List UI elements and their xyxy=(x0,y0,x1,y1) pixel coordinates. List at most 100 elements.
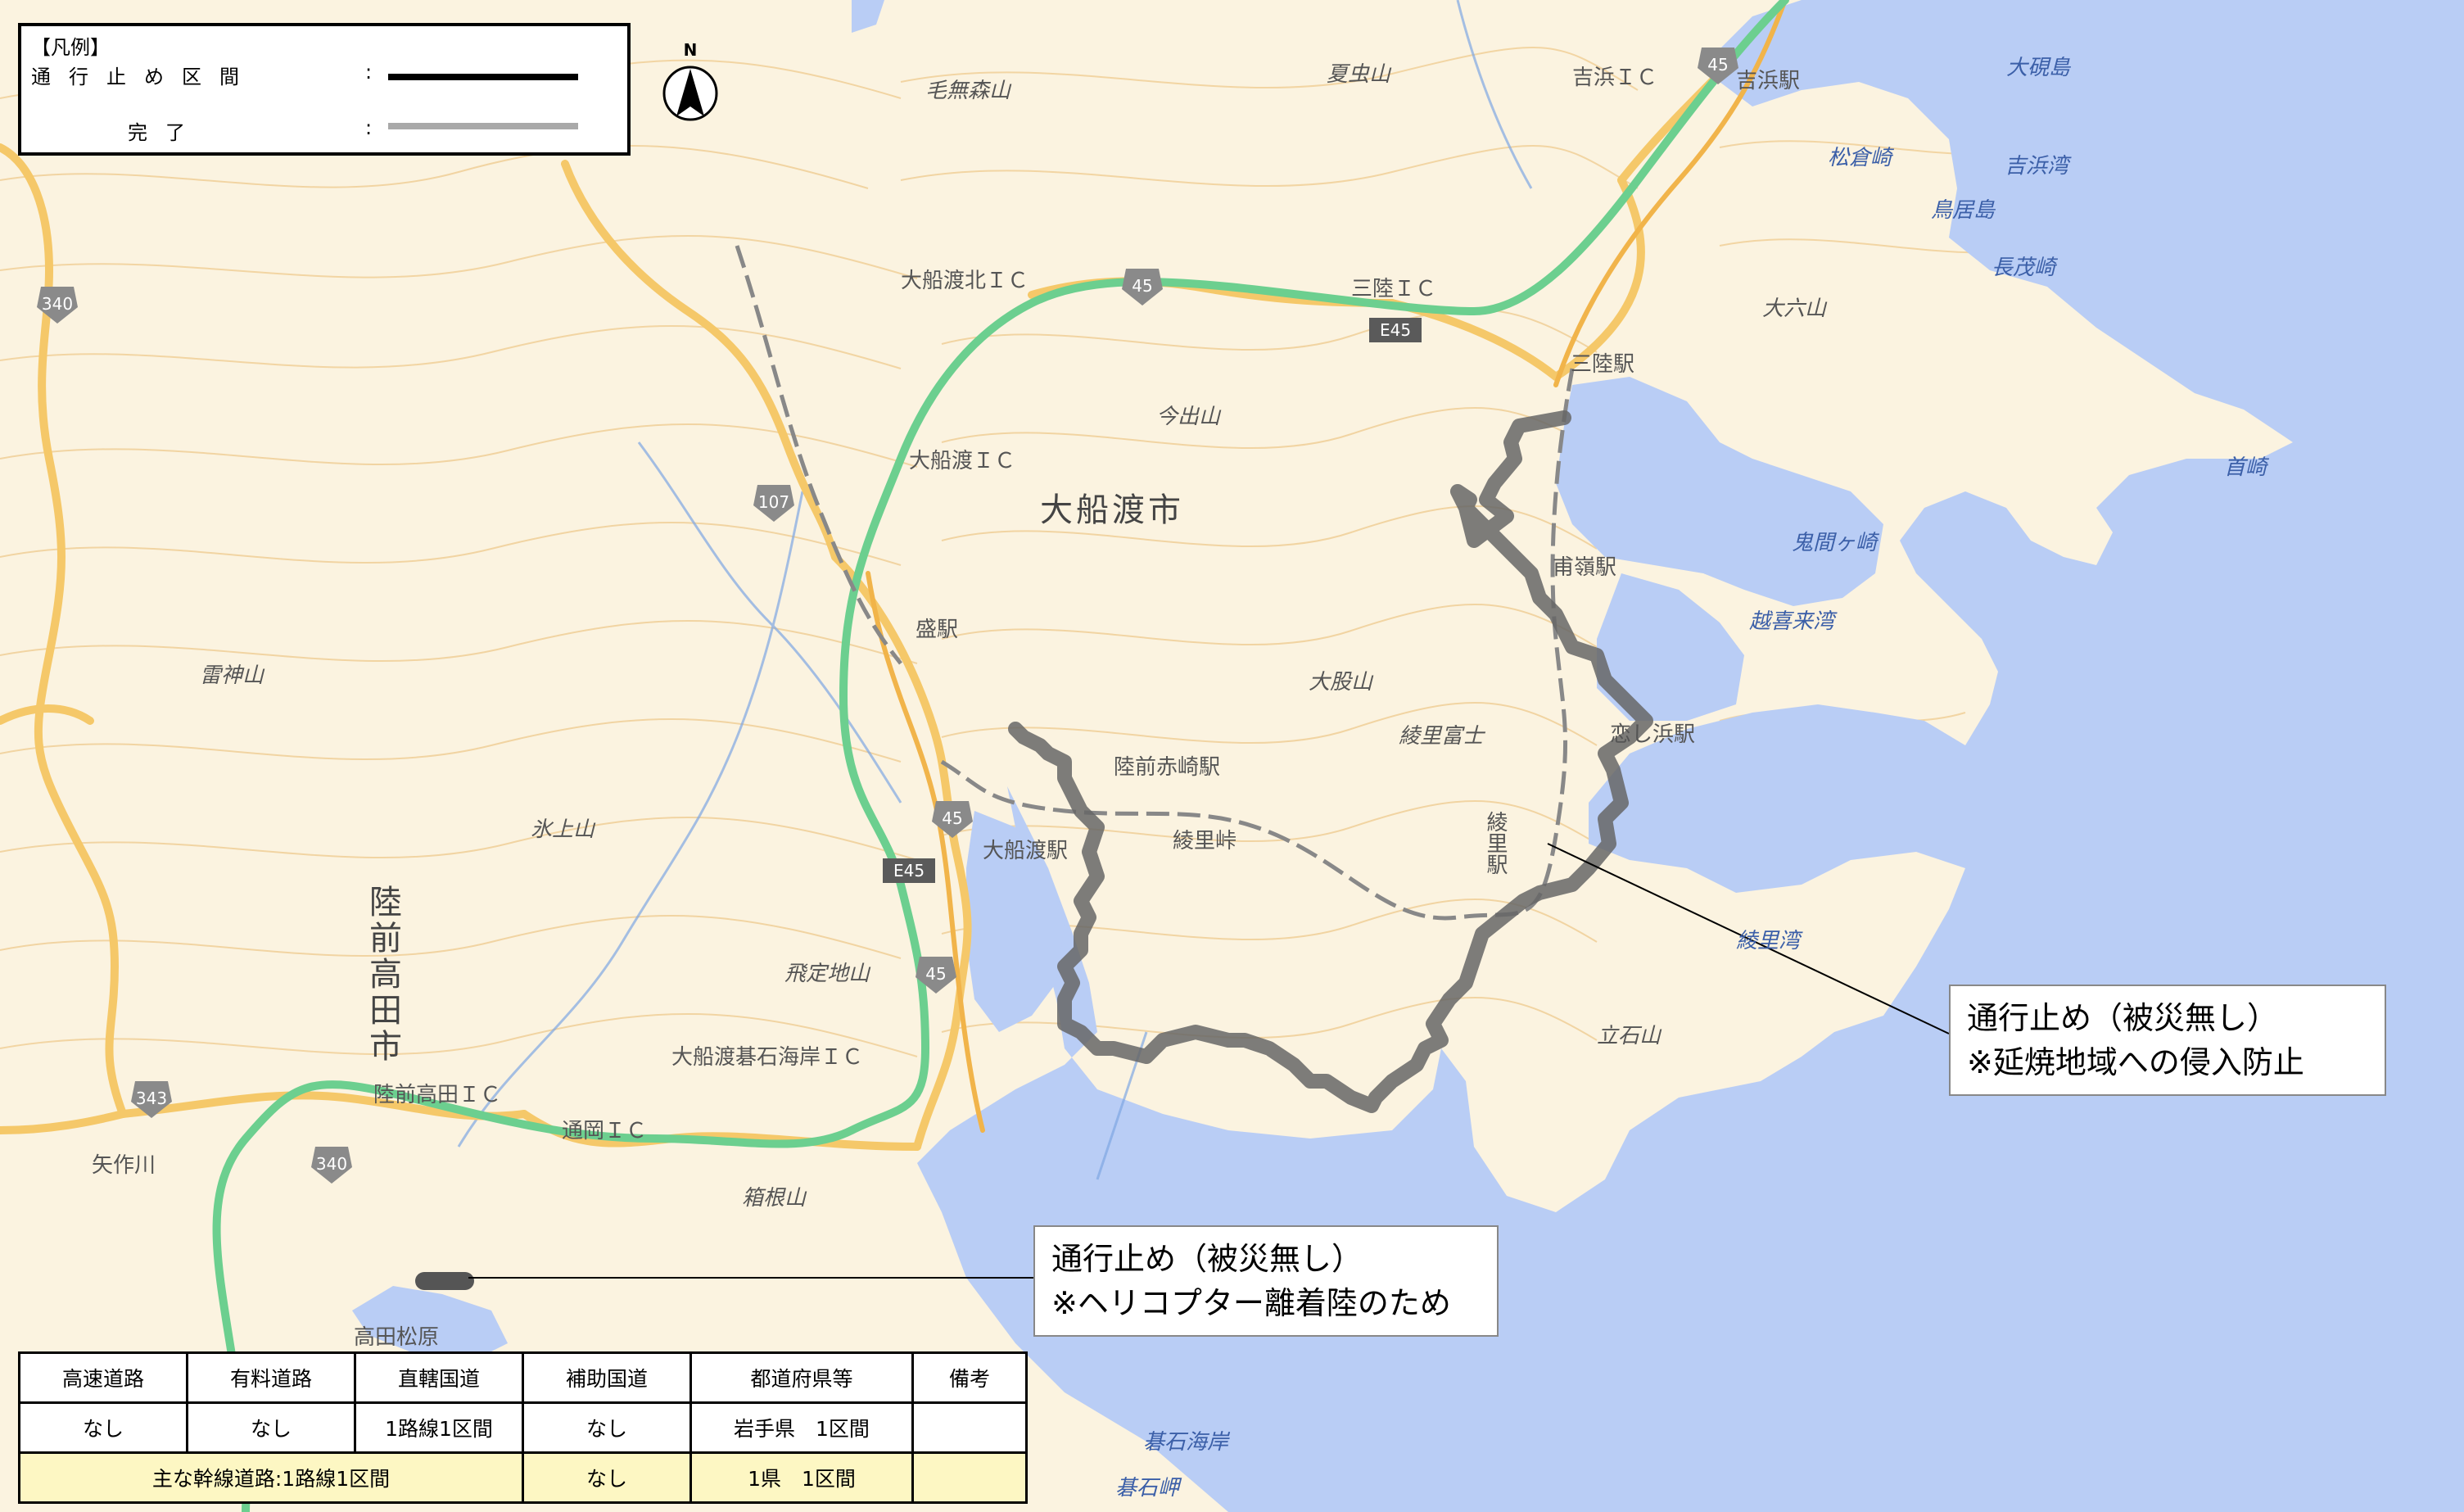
header-aux-national: 補助国道 xyxy=(522,1351,692,1404)
route-shield-text: 45 xyxy=(1132,276,1152,296)
label-takata-ic: 陸前高田ＩＣ xyxy=(373,1083,502,1107)
legend-done-label: 完了 xyxy=(128,121,203,144)
label-tateishi: 立石山 xyxy=(1597,1024,1662,1048)
value-prefectural: 岩手県 1区間 xyxy=(689,1401,914,1454)
route-shield-107: 107 xyxy=(753,485,794,522)
legend-box: 【凡例】 通行止め区間 : 完了 : xyxy=(18,23,631,156)
header-prefectural: 都道府県等 xyxy=(689,1351,914,1404)
header-toll-road: 有料道路 xyxy=(186,1351,356,1404)
label-koishihama-st: 恋し浜駅 xyxy=(1610,722,1696,747)
label-ryori-st: 綾里駅 xyxy=(1483,811,1508,875)
label-matsukura: 松倉崎 xyxy=(1828,146,1892,170)
route-shield-text: 45 xyxy=(942,808,962,828)
label-akasaki-st: 陸前赤崎駅 xyxy=(1114,755,1221,780)
route-shield-45-b: 45 xyxy=(932,801,973,838)
legend-closed-swatch xyxy=(388,74,578,80)
label-takata-matsubara: 高田松原 xyxy=(354,1325,440,1350)
total-main-roads: 主な幹線道路:1路線1区間 xyxy=(18,1451,524,1504)
route-shield-text: 340 xyxy=(316,1154,347,1174)
callout-fire-prevention: 通行止め（被災無し） ※延焼地域への侵入防止 xyxy=(1949,985,2386,1096)
label-natsumushi: 夏虫山 xyxy=(1327,62,1391,87)
label-yoshihama-st: 吉浜駅 xyxy=(1736,69,1801,93)
route-shield-text: 45 xyxy=(925,964,946,984)
label-tomari-st: 甫嶺駅 xyxy=(1553,555,1617,580)
label-ohdate: 大股山 xyxy=(1309,670,1373,695)
value-expressway: なし xyxy=(18,1401,188,1454)
label-goishi-misaki: 碁石岬 xyxy=(1115,1476,1180,1501)
callout-heli-line1: 通行止め（被災無し） xyxy=(1051,1241,1363,1277)
label-yoshihama-ic: 吉浜ＩＣ xyxy=(1572,66,1658,90)
label-ryori-fuji: 綾里富士 xyxy=(1399,724,1485,749)
route-shield-45-a: 45 xyxy=(1122,269,1163,306)
legend-done-swatch xyxy=(388,123,578,129)
route-shield-text: E45 xyxy=(1380,320,1411,340)
label-ryori-pass: 綾里峠 xyxy=(1173,829,1237,853)
legend-closed-colon: : xyxy=(365,61,373,84)
route-shield-e45-a: E45 xyxy=(1369,318,1422,342)
header-expressway: 高速道路 xyxy=(18,1351,188,1404)
route-shield-340-a: 340 xyxy=(37,287,78,324)
summary-value-row: なし なし 1路線1区間 なし 岩手県 1区間 xyxy=(18,1401,1028,1454)
label-hikami: 氷上山 xyxy=(531,817,595,842)
label-kubi: 首崎 xyxy=(2224,455,2267,480)
label-ohshima: 大硯島 xyxy=(2006,56,2071,80)
route-shield-text: 107 xyxy=(758,492,789,512)
legend-closed-label: 通行止め区間 xyxy=(31,66,257,88)
label-yahagi: 矢作川 xyxy=(92,1153,156,1178)
label-tsuoka-ic: 通岡ＩＣ xyxy=(562,1119,648,1143)
route-shield-45-c: 45 xyxy=(916,957,956,994)
label-goishi-kaigan: 碁石海岸 xyxy=(1143,1430,1229,1455)
label-hakone: 箱根山 xyxy=(742,1186,807,1211)
callout-fire-line1: 通行止め（被災無し） xyxy=(1967,1000,2279,1036)
callout-heliport: 通行止め（被災無し） ※ヘリコプター離着陸のため xyxy=(1033,1225,1499,1337)
header-direct-national: 直轄国道 xyxy=(354,1351,524,1404)
label-kijima: 鬼間ヶ崎 xyxy=(1792,531,1878,555)
label-imaide: 今出山 xyxy=(1156,405,1221,429)
north-label: N xyxy=(684,40,698,60)
label-ofunato-city: 大船渡市 xyxy=(1040,491,1184,529)
header-remarks: 備考 xyxy=(911,1351,1028,1404)
label-osuka: 長茂崎 xyxy=(1992,256,2056,280)
route-shield-text: 45 xyxy=(1707,55,1728,75)
label-oroku: 大六山 xyxy=(1762,297,1827,321)
value-toll-road: なし xyxy=(186,1401,356,1454)
label-ofunato-kita-ic: 大船渡北ＩＣ xyxy=(901,269,1029,293)
value-remarks xyxy=(911,1401,1028,1454)
label-koshiki: 越喜来湾 xyxy=(1749,609,1835,634)
label-torii: 鳥居島 xyxy=(1931,198,1996,223)
summary-header-row: 高速道路 有料道路 直轄国道 補助国道 都道府県等 備考 xyxy=(18,1351,1028,1404)
legend-title: 【凡例】 xyxy=(31,36,110,59)
closure-route-ryori xyxy=(1008,410,1653,1113)
route-shield-45-d: 45 xyxy=(1698,48,1738,84)
summary-table: 高速道路 有料道路 直轄国道 補助国道 都道府県等 備考 なし なし 1路線1区… xyxy=(18,1351,1028,1504)
callout-fire-leader xyxy=(1547,843,1950,1034)
value-direct-national: 1路線1区間 xyxy=(354,1401,524,1454)
label-sakari-st: 盛駅 xyxy=(916,618,959,642)
total-aux: なし xyxy=(522,1451,692,1504)
label-ryori-wan: 綾里湾 xyxy=(1736,929,1801,953)
label-ofunato-ic: 大船渡ＩＣ xyxy=(909,449,1016,473)
north-arrow-icon: N xyxy=(662,40,718,121)
callout-fire-line2: ※延焼地域への侵入防止 xyxy=(1967,1044,2304,1080)
total-pref: 1県 1区間 xyxy=(689,1451,914,1504)
legend-done-colon: : xyxy=(365,116,373,139)
north-arrow: N xyxy=(662,39,719,129)
callout-heli-line2: ※ヘリコプター離着陸のため xyxy=(1051,1285,1451,1321)
value-aux-national: なし xyxy=(522,1401,692,1454)
route-shield-340-b: 340 xyxy=(311,1147,352,1184)
label-rikuzentakata-city: 陸前高田市 xyxy=(364,885,401,1065)
route-shield-text: 340 xyxy=(42,294,73,314)
label-kemuriyama: 毛無森山 xyxy=(925,79,1011,103)
label-sanriku-ic: 三陸ＩＣ xyxy=(1351,277,1437,301)
route-shield-e45-b: E45 xyxy=(883,858,935,883)
route-shield-343: 343 xyxy=(131,1081,172,1118)
route-shield-text: 343 xyxy=(136,1089,167,1108)
route-shield-text: E45 xyxy=(893,861,925,880)
label-goishi-ic: 大船渡碁石海岸ＩＣ xyxy=(671,1045,864,1070)
label-sanriku-st: 三陸駅 xyxy=(1571,352,1635,377)
summary-total-row: 主な幹線道路:1路線1区間 なし 1県 1区間 xyxy=(18,1451,1028,1504)
label-raijin: 雷神山 xyxy=(200,663,264,688)
label-hitei: 飛定地山 xyxy=(784,962,870,986)
label-ofunato-st: 大船渡駅 xyxy=(983,839,1069,863)
total-note xyxy=(911,1451,1028,1504)
